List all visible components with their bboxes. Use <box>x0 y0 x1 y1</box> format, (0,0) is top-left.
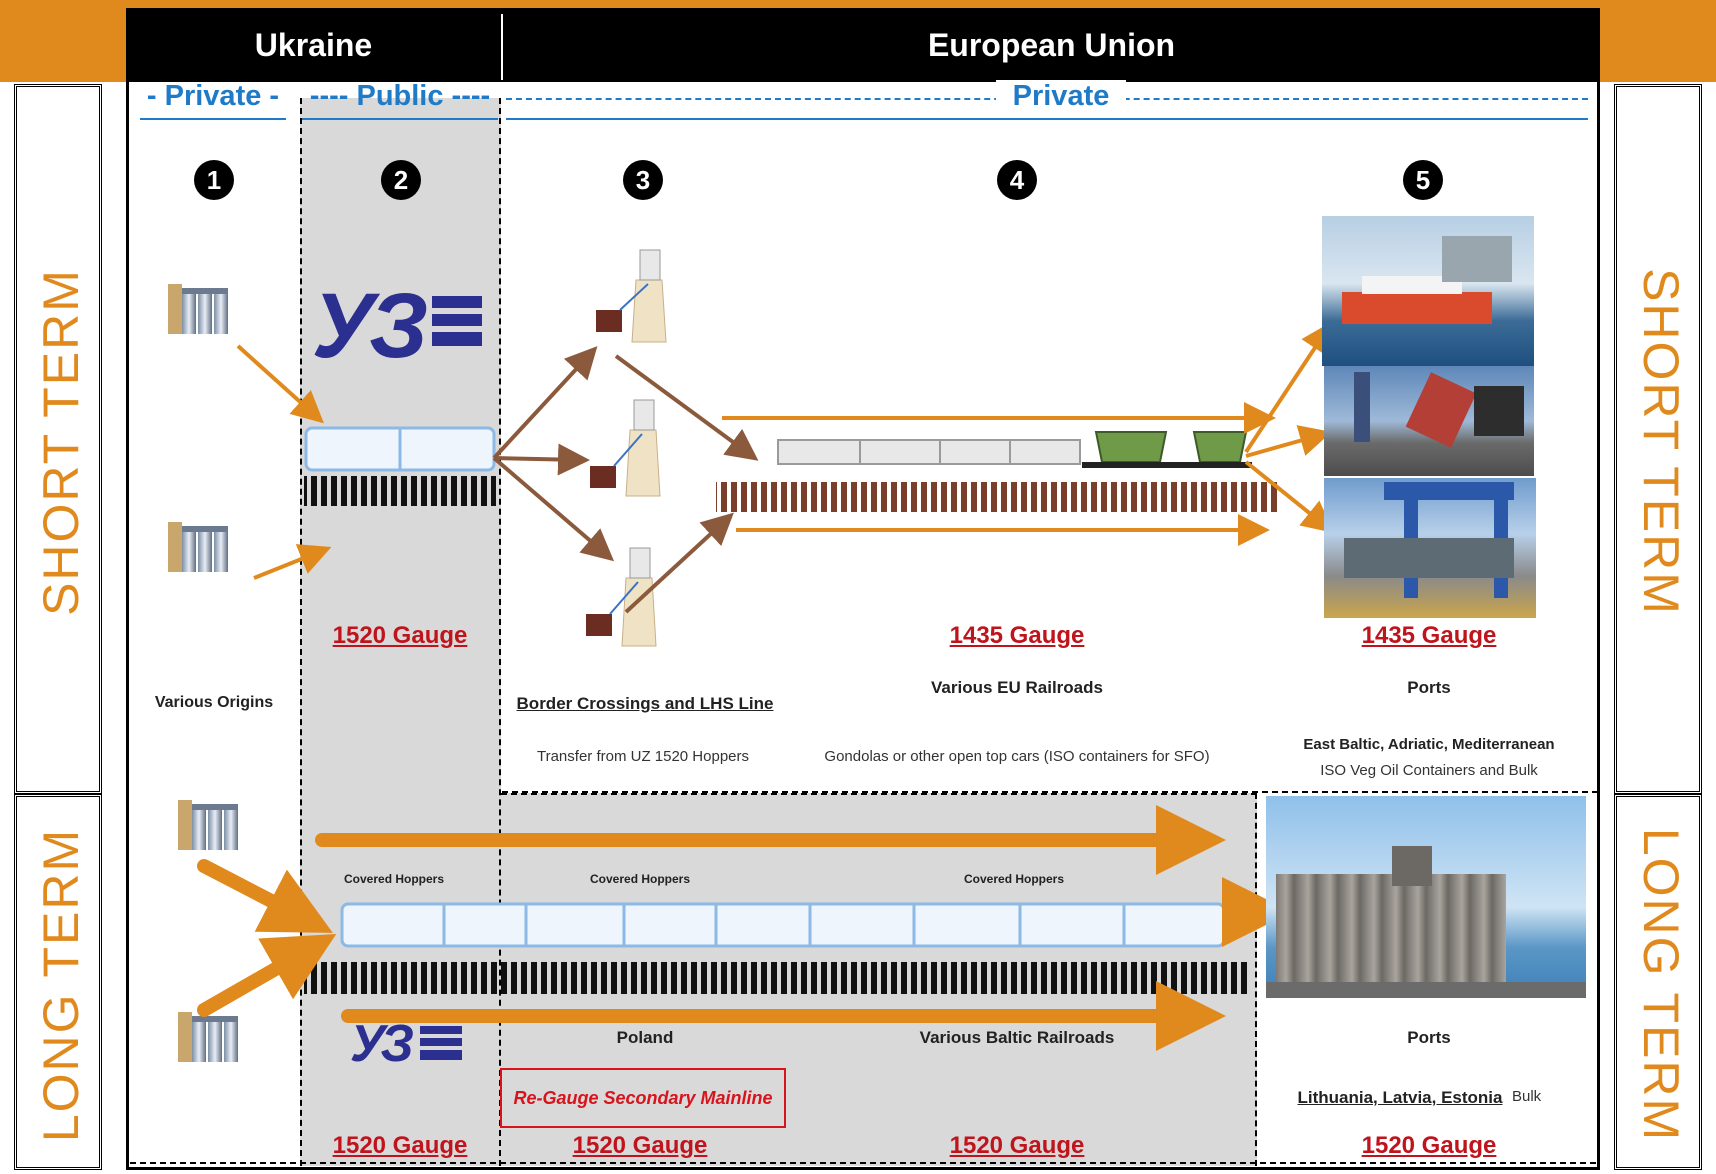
ports-regions-label: East Baltic, Adriatic, Mediterranean <box>1303 736 1555 753</box>
uz-logo-small: УЗ <box>350 1015 414 1073</box>
bulk-label: Bulk <box>1512 1088 1542 1105</box>
ports-label-long: Ports <box>1407 1028 1451 1047</box>
long-term-hopper-train <box>304 902 1248 994</box>
step-5-badge: 5 <box>1403 160 1443 200</box>
eu-gondola-train <box>716 431 1280 512</box>
left-long-term-panel: LONG TERM <box>14 794 102 1170</box>
gauge-label-col5: 1435 Gauge <box>1361 622 1497 649</box>
port-unloading-photo <box>1324 366 1534 476</box>
gondolas-label: Gondolas or other open top cars (ISO con… <box>824 748 1210 765</box>
ports-label-short: Ports <box>1407 678 1451 697</box>
gauge-label-lt-col3: 1520 Gauge <box>572 1132 708 1159</box>
covered-hoppers-label-1: Covered Hoppers <box>344 872 445 886</box>
various-origins-label: Various Origins <box>154 694 274 711</box>
silo-icon <box>178 800 238 850</box>
long-term-arrows <box>197 805 1292 1051</box>
step-1-badge: 1 <box>194 160 234 200</box>
section-public-line <box>302 118 498 120</box>
silo-icon <box>178 1012 238 1062</box>
baltic-railroads-label: Various Baltic Railroads <box>919 1028 1115 1047</box>
section-private-left-line <box>140 118 286 120</box>
header-ukraine: Ukraine <box>254 26 373 63</box>
transloader-icon <box>596 249 667 343</box>
poland-label: Poland <box>616 1028 674 1047</box>
right-long-term-panel: LONG TERM <box>1614 794 1702 1170</box>
regauge-callout: Re-Gauge Secondary Mainline <box>500 1068 786 1128</box>
ports-cargo-label: ISO Veg Oil Containers and Bulk <box>1320 762 1538 779</box>
various-eu-railroads-label: Various EU Railroads <box>931 678 1103 697</box>
long-term-divider <box>502 791 1598 793</box>
uz-hopper-train <box>304 426 496 506</box>
port-ship-photo <box>1322 216 1534 366</box>
step-3-badge: 3 <box>623 160 663 200</box>
bottom-dashed-line <box>130 1162 1596 1164</box>
gauge-label-lt-col4: 1520 Gauge <box>949 1132 1085 1159</box>
baltic-countries-label: Lithuania, Latvia, Estonia <box>1297 1088 1503 1107</box>
gauge-label-col2: 1520 Gauge <box>332 622 468 649</box>
gauge-label-lt-col2: 1520 Gauge <box>332 1132 468 1159</box>
silo-icon <box>168 284 228 334</box>
header-bar <box>126 8 1600 82</box>
header-eu: European Union <box>927 26 1176 63</box>
uz-logo-small-stripes <box>420 1026 462 1062</box>
covered-hoppers-label-3: Covered Hoppers <box>964 872 1065 886</box>
transfer-hoppers-label: Transfer from UZ 1520 Hoppers <box>536 748 750 765</box>
border-crossings-label: Border Crossings and LHS Line <box>516 694 774 713</box>
uz-logo-stripes <box>432 296 482 356</box>
right-short-term-panel: SHORT TERM <box>1614 84 1702 794</box>
step-4-badge: 4 <box>997 160 1037 200</box>
uz-logo: УЗ <box>312 275 428 377</box>
transloader-icon <box>590 399 661 497</box>
section-private-right: Private <box>996 80 1126 113</box>
header-separator <box>501 14 503 80</box>
section-public: ---- Public ---- <box>309 80 491 112</box>
port-container-photo <box>1324 478 1536 618</box>
section-private-right-line <box>506 118 1588 120</box>
gauge-label-col4: 1435 Gauge <box>949 622 1085 649</box>
short-term-arrows <box>236 321 1335 580</box>
covered-hoppers-label-2: Covered Hoppers <box>590 872 691 886</box>
transfer-arrows <box>492 346 759 614</box>
step-2-badge: 2 <box>381 160 421 200</box>
gauge-label-lt-col5: 1520 Gauge <box>1361 1132 1497 1159</box>
transloader-icon <box>586 547 657 647</box>
grain-terminal-photo <box>1266 796 1586 998</box>
section-private-left: - Private - <box>146 80 280 112</box>
silo-icon <box>168 522 228 572</box>
left-short-term-panel: SHORT TERM <box>14 84 102 794</box>
